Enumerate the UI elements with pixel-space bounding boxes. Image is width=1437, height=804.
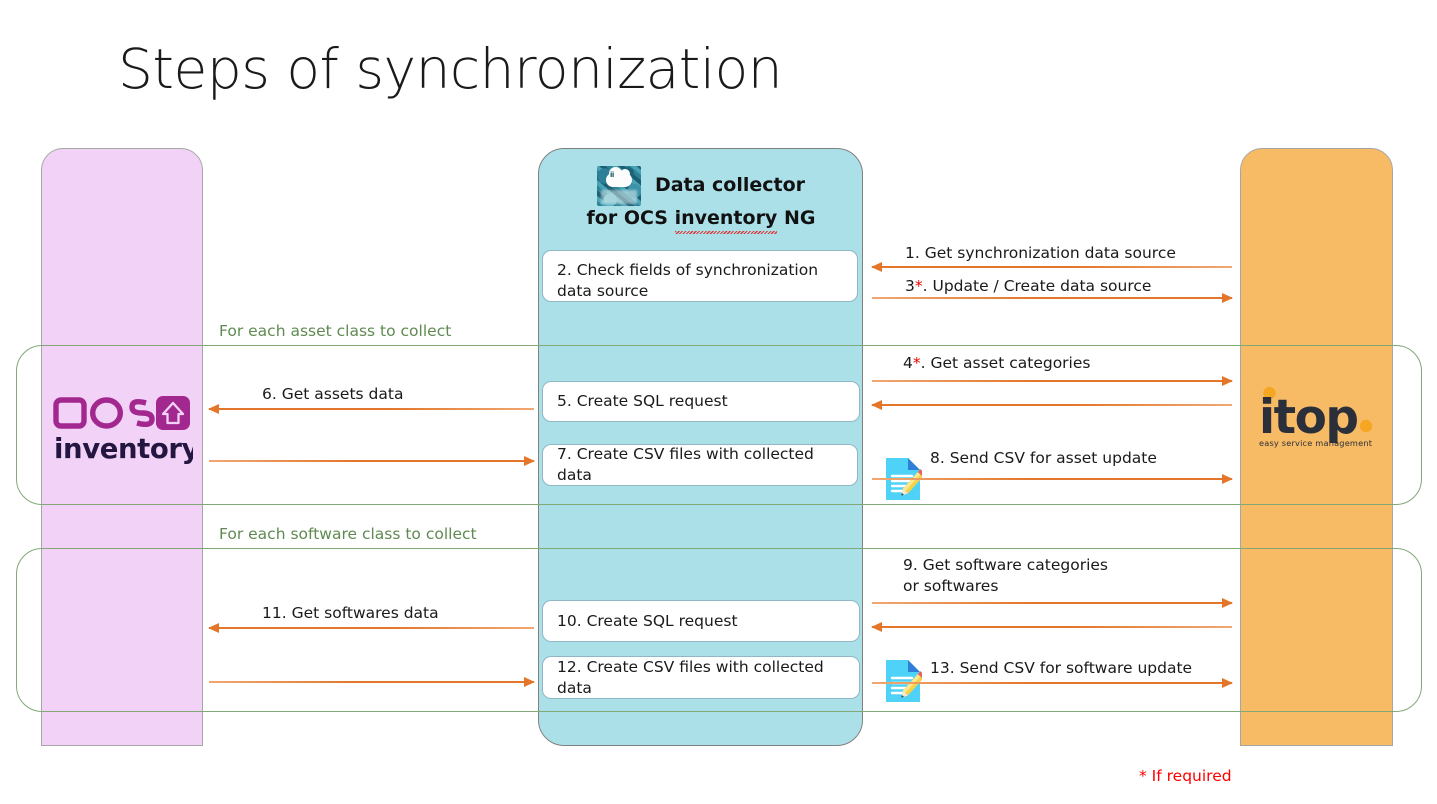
svg-text:easy service management: easy service management [1259,438,1373,448]
footnote-if-required: * If required [1139,767,1232,785]
message-arrow-step-8 [872,473,1233,484]
svg-text:itop: itop [1259,390,1358,445]
lane-itop [1240,148,1393,746]
data-collector-subtitle-suffix: NG [777,207,816,229]
group-label-software-loop: For each software class to collect [219,525,477,543]
process-box-step-12[interactable]: 12. Create CSV files with collected data [542,656,860,699]
group-label-asset-loop: For each asset class to collect [219,322,452,340]
message-arrow-step-4-response [871,399,1232,410]
message-arrow-step-3 [872,292,1233,303]
message-arrow-step-9-response [871,621,1232,632]
message-arrow-step-6 [208,403,534,414]
data-collector-subtitle-prefix: for OCS [586,207,675,229]
csv-document-icon [884,658,926,704]
ocs-cloud-thumbnail-icon: ii [596,166,641,206]
message-label-step-1: 1. Get synchronization data source [905,244,1176,262]
message-arrow-step-13 [872,677,1233,688]
message-arrow-step-9-request [872,597,1233,608]
process-box-step-5[interactable]: 5. Create SQL request [542,381,860,422]
itop-logo: itop easy service management [1248,383,1388,451]
process-box-step-7[interactable]: 7. Create CSV files with collected data [542,444,858,486]
message-label-step-9: 9. Get software categories or softwares [903,556,1109,596]
message-label-step-4: 4*. Get asset categories [903,354,1091,372]
message-label-step-3: 3*. Update / Create data source [905,277,1152,295]
ocs-inventory-logo: inventory [53,393,200,465]
lane-ocs-inventory [41,148,203,746]
message-arrow-step-1 [871,261,1232,272]
data-collector-title: Data collector [654,174,806,197]
message-label-step-6: 6. Get assets data [262,385,404,403]
message-arrow-step-6-response [209,455,535,466]
message-arrow-step-11 [208,622,534,633]
data-collector-subtitle-spellchecked: inventory [674,206,777,235]
message-label-step-13: 13. Send CSV for software update [930,659,1193,677]
process-box-step-2[interactable]: 2. Check fields of synchronization data … [542,250,858,302]
message-label-step-11: 11. Get softwares data [262,604,439,622]
data-collector-header: ii Data collector for OCS inventory NG [545,166,857,235]
process-box-step-10[interactable]: 10. Create SQL request [542,600,860,642]
page-title: Steps of synchronization [118,37,783,101]
message-label-step-8: 8. Send CSV for asset update [930,449,1157,467]
message-arrow-step-11-response [209,676,535,687]
svg-text:inventory: inventory [54,433,193,465]
message-arrow-step-4-request [872,375,1233,386]
